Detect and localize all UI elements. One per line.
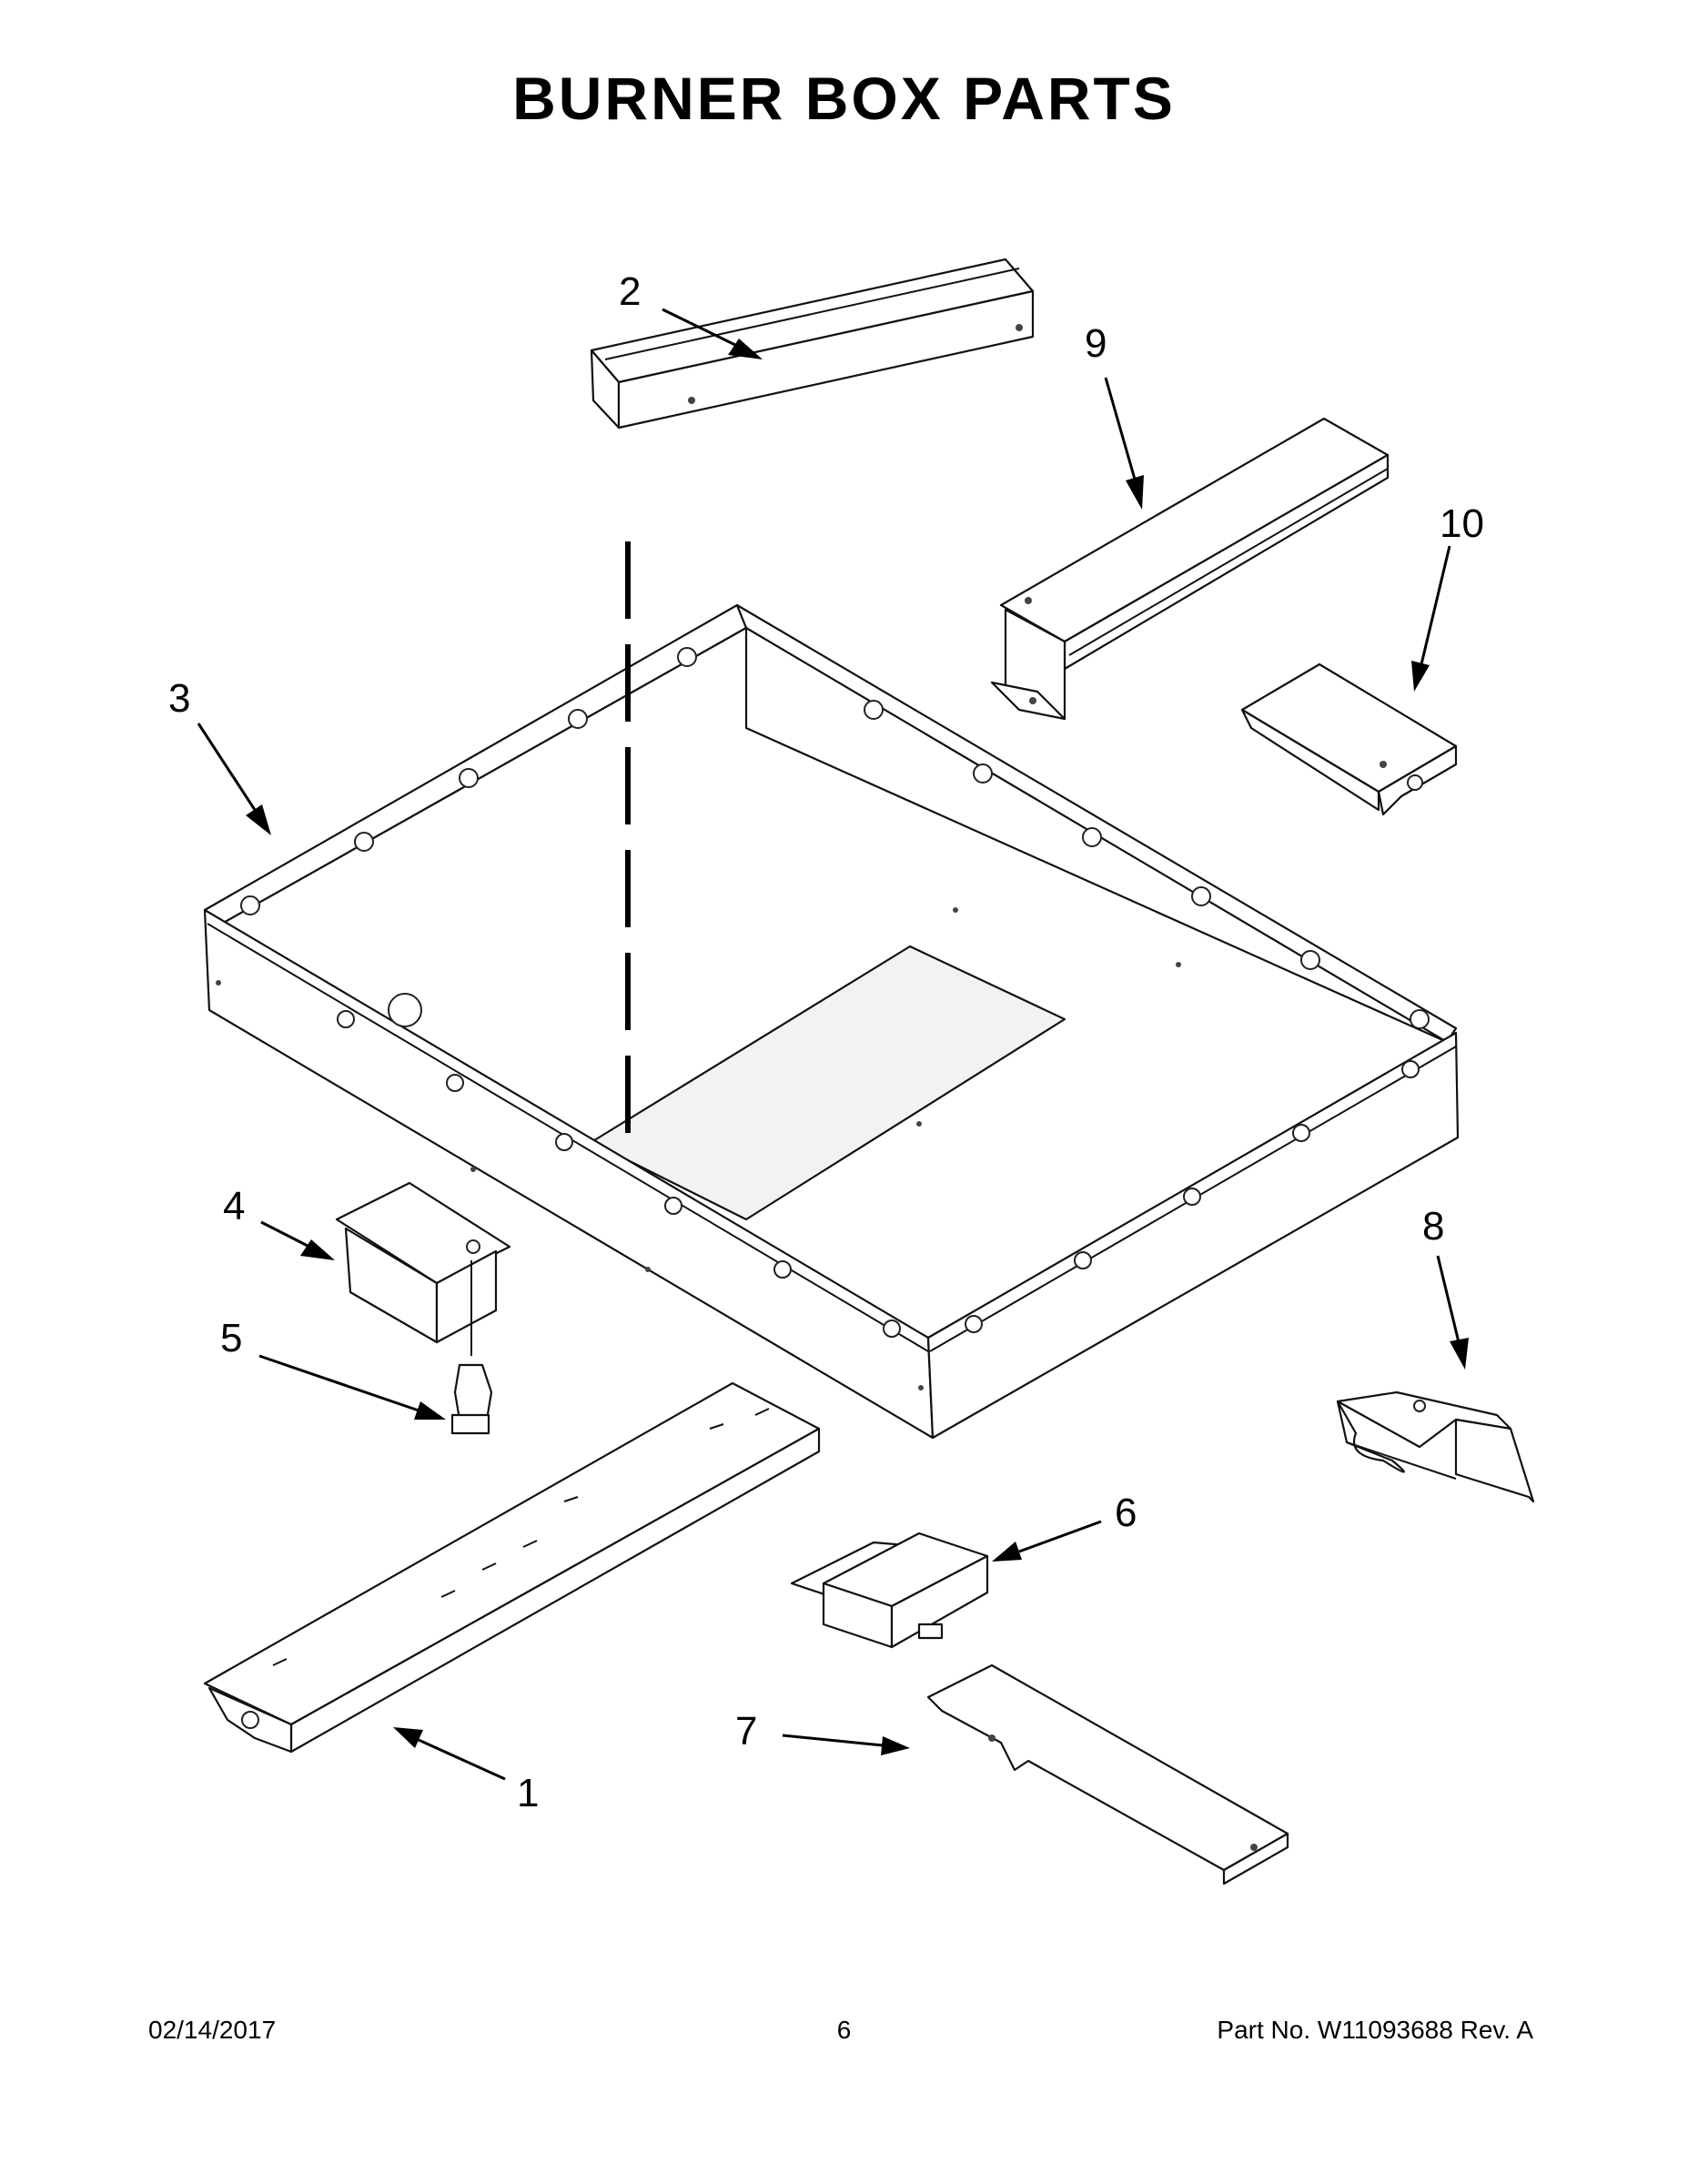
footer-part-number: Part No. W11093688 Rev. A [1217, 2016, 1533, 2044]
callout-5: 5 [220, 1316, 242, 1360]
box-holes [216, 647, 1430, 1390]
part-8-clip [1336, 1390, 1535, 1503]
part-10-bracket [1240, 662, 1458, 816]
callout-arrows [197, 308, 1469, 1781]
callout-6: 6 [1115, 1491, 1137, 1535]
callout-8: 8 [1422, 1204, 1444, 1249]
footer-page-number: 6 [836, 2016, 852, 2044]
callout-9: 9 [1085, 321, 1107, 366]
callout-10: 10 [1440, 501, 1484, 546]
part-6-housing [790, 1532, 989, 1649]
footer-date: 02/14/2017 [148, 2016, 277, 2044]
part-4-box [335, 1181, 511, 1344]
part-3-burner-box [203, 603, 1460, 1440]
callout-4: 4 [223, 1184, 245, 1228]
part-5-screw [450, 1260, 493, 1435]
callout-3: 3 [168, 676, 190, 721]
callout-7: 7 [735, 1709, 757, 1754]
part-9-bracket [990, 417, 1390, 721]
part-1-rail [203, 1381, 821, 1754]
callout-1: 1 [517, 1771, 539, 1815]
part-2-channel [590, 258, 1035, 430]
page-title: BURNER BOX PARTS [512, 65, 1176, 132]
part-7-plate [926, 1663, 1289, 1886]
callout-2: 2 [619, 269, 641, 314]
